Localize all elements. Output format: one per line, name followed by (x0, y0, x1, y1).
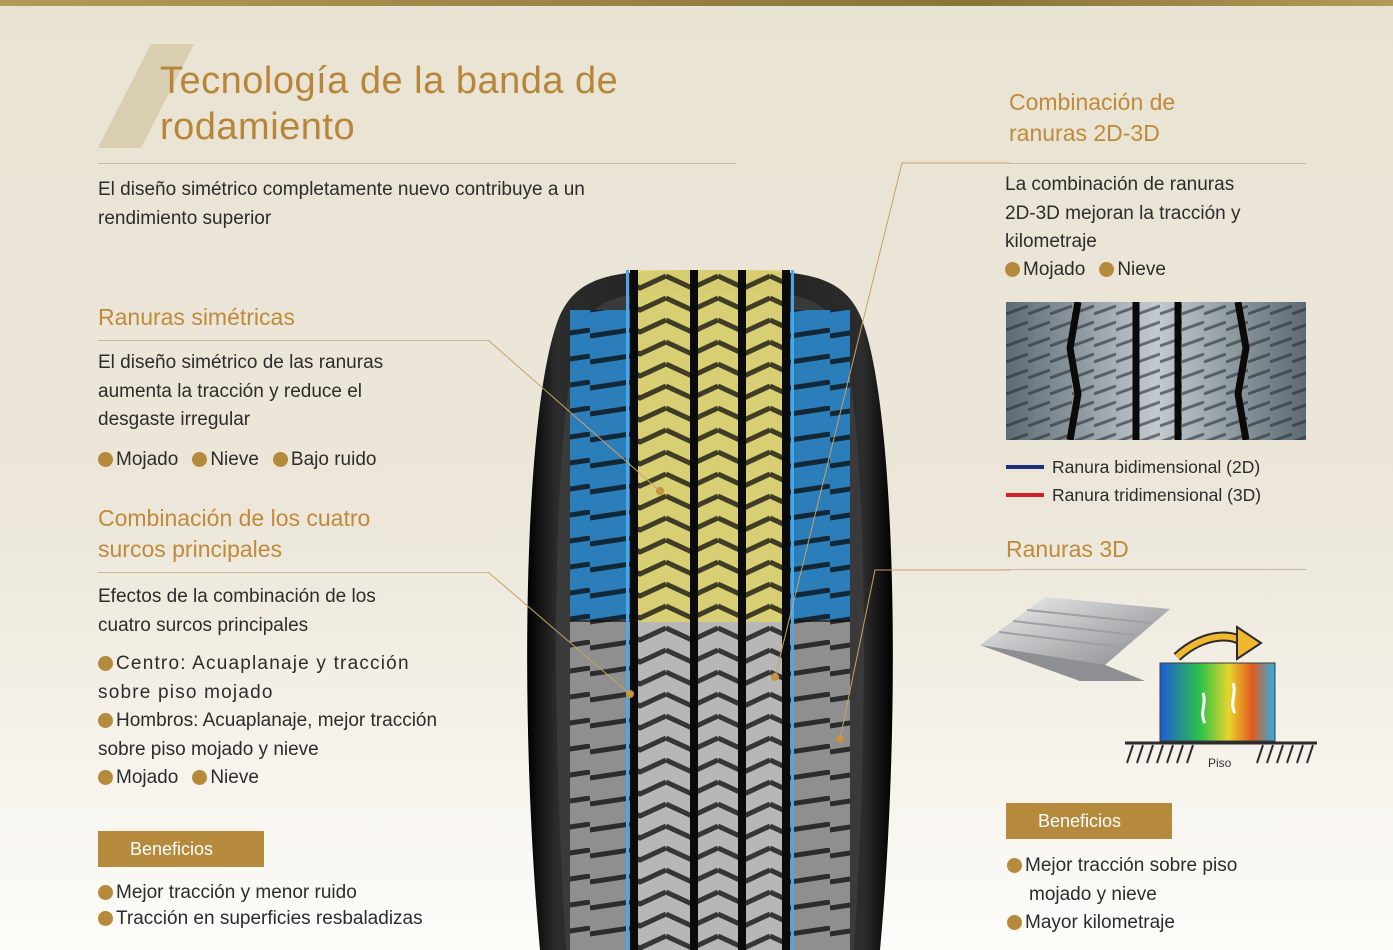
benefits-badge-right: Beneficios (1006, 803, 1172, 839)
list-item: Centro: Acuaplanaje y tracción sobre pis… (98, 653, 410, 703)
rule-combinacion-2d-3d (1009, 163, 1306, 164)
legend-swatch-2d (1006, 465, 1044, 469)
intro-text: El diseño simétrico completamente nuevo … (98, 179, 585, 229)
list-item: Mejor tracción sobre piso mojado y nieve (1007, 852, 1267, 909)
benefits-list-left: Mejor tracción y menor ruido Tracción en… (98, 880, 423, 932)
groove-photo (1006, 302, 1306, 440)
desc-combinacion-2d-3d: La combinación de ranuras 2D-3D mejoran … (1005, 174, 1241, 252)
bullet-icon (98, 885, 113, 900)
benefits-list-right: Mejor tracción sobre piso mojado y nieve… (1007, 852, 1267, 938)
desc-cuatro-surcos: Efectos de la combinación de los cuatro … (98, 586, 376, 636)
floor-label: Piso (1208, 756, 1232, 770)
bullet-icon (98, 770, 113, 785)
heading-combinacion-2d-3d: Combinación de ranuras 2D-3D (1009, 89, 1176, 146)
bullet-icon (1007, 858, 1022, 873)
tag: Nieve (192, 767, 259, 788)
tag: Mojado (98, 767, 178, 788)
tire-tread-illustration (527, 270, 893, 950)
tag: Mojado (98, 449, 178, 470)
list-item: Mejor tracción y menor ruido (98, 880, 423, 906)
tags-ranuras-simetricas: Mojado Nieve Bajo ruido (98, 446, 376, 475)
bullet-icon (192, 770, 208, 785)
bullet-icon (192, 452, 208, 467)
bullet-icon (1007, 915, 1022, 930)
bullet-icon (98, 656, 113, 671)
list-item: Mojado Nieve (98, 764, 468, 793)
tags-combinacion-2d-3d: Mojado Nieve (1005, 256, 1166, 285)
legend-item-3d: Ranura tridimensional (3D) (1006, 481, 1261, 509)
groove-legend: Ranura bidimensional (2D) Ranura tridime… (1006, 453, 1261, 509)
heading-cuatro-surcos: Combinación de los cuatro surcos princip… (98, 505, 371, 562)
list-item: Mayor kilometraje (1007, 909, 1267, 938)
bullet-icon (1099, 262, 1115, 277)
rule-ranuras-3d (1006, 569, 1306, 570)
heading-ranuras-simetricas: Ranuras simétricas (98, 304, 295, 330)
desc-ranuras-simetricas: El diseño simétrico de las ranuras aumen… (98, 352, 384, 430)
list-cuatro-surcos: Centro: Acuaplanaje y tracción sobre pis… (98, 650, 468, 793)
bullet-icon (272, 452, 288, 467)
top-gold-bar (0, 0, 1393, 6)
ranuras-3d-diagram (980, 597, 1317, 764)
bullet-icon (98, 713, 113, 728)
tag: Nieve (192, 449, 259, 470)
bullet-icon (98, 911, 113, 926)
page-title: Tecnología de la banda de rodamiento (160, 60, 619, 148)
tag: Nieve (1099, 259, 1166, 280)
legend-swatch-3d (1006, 493, 1044, 497)
heading-ranuras-3d: Ranuras 3D (1006, 536, 1129, 562)
benefits-badge-left: Beneficios (98, 831, 264, 867)
title-rule (98, 163, 736, 164)
list-item: Hombros: Acuaplanaje, mejor tracción sob… (98, 710, 438, 760)
tag: Mojado (1005, 259, 1085, 280)
rule-ranuras-simetricas (98, 340, 488, 341)
tag: Bajo ruido (272, 449, 376, 470)
bullet-icon (1005, 262, 1020, 277)
list-item: Tracción en superficies resbaladizas (98, 906, 423, 932)
rule-cuatro-surcos (98, 572, 488, 573)
bullet-icon (98, 452, 113, 467)
legend-item-2d: Ranura bidimensional (2D) (1006, 453, 1261, 481)
